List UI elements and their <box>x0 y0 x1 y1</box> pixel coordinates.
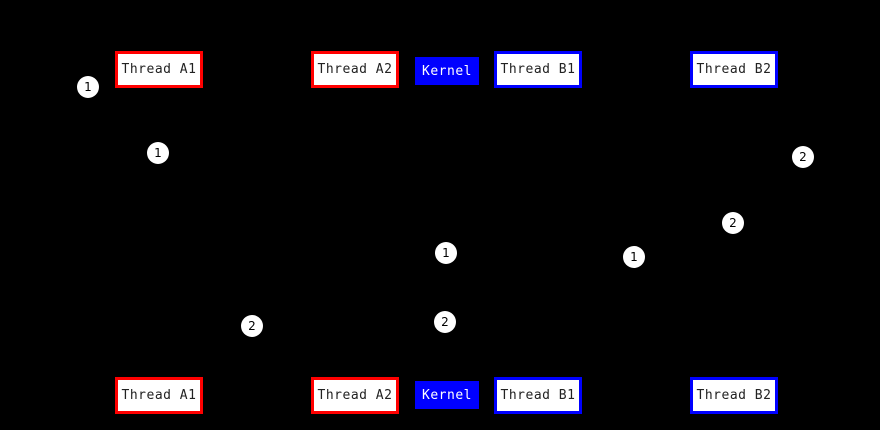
sequence-marker-number: 2 <box>729 216 737 230</box>
lifeline-label: Thread A1 <box>121 62 197 77</box>
sequence-marker-number: 1 <box>630 250 638 264</box>
lifeline-box-kernel-top[interactable]: Kernel <box>415 57 479 85</box>
lifeline-box-thread-a1-top[interactable]: Thread A1 <box>115 51 203 88</box>
sequence-marker-2[interactable]: 2 <box>241 315 263 337</box>
lifeline-box-thread-a2-top[interactable]: Thread A2 <box>311 51 399 88</box>
lifeline-label: Thread B1 <box>500 62 576 77</box>
lifeline-box-thread-b2-bottom[interactable]: Thread B2 <box>690 377 778 414</box>
lifeline-line-thread-a1 <box>159 88 160 377</box>
lifeline-box-kernel-bottom[interactable]: Kernel <box>415 381 479 409</box>
lifeline-box-thread-a2-bottom[interactable]: Thread A2 <box>311 377 399 414</box>
lifeline-box-thread-b2-top[interactable]: Thread B2 <box>690 51 778 88</box>
sequence-marker-number: 1 <box>154 146 162 160</box>
lifeline-label: Thread A2 <box>317 388 393 403</box>
lifeline-label: Kernel <box>422 63 472 79</box>
lifeline-label: Thread A1 <box>121 388 197 403</box>
lifeline-label: Thread B2 <box>696 388 772 403</box>
lifeline-line-thread-b1 <box>538 88 539 377</box>
sequence-marker-number: 1 <box>442 246 450 260</box>
sequence-marker-number: 2 <box>799 150 807 164</box>
lifeline-label: Thread B2 <box>696 62 772 77</box>
sequence-marker-2[interactable]: 2 <box>434 311 456 333</box>
sequence-marker-number: 2 <box>248 319 256 333</box>
lifeline-box-thread-b1-top[interactable]: Thread B1 <box>494 51 582 88</box>
sequence-marker-1[interactable]: 1 <box>435 242 457 264</box>
lifeline-line-thread-a2 <box>355 88 356 377</box>
sequence-marker-2[interactable]: 2 <box>722 212 744 234</box>
sequence-marker-1[interactable]: 1 <box>623 246 645 268</box>
sequence-marker-1[interactable]: 1 <box>77 76 99 98</box>
lifeline-label: Thread A2 <box>317 62 393 77</box>
lifeline-line-kernel <box>447 85 448 381</box>
lifeline-box-thread-b1-bottom[interactable]: Thread B1 <box>494 377 582 414</box>
sequence-marker-2[interactable]: 2 <box>792 146 814 168</box>
lifeline-box-thread-a1-bottom[interactable]: Thread A1 <box>115 377 203 414</box>
lifeline-label: Thread B1 <box>500 388 576 403</box>
sequence-marker-1[interactable]: 1 <box>147 142 169 164</box>
sequence-marker-number: 2 <box>441 315 449 329</box>
lifeline-label: Kernel <box>422 387 472 403</box>
sequence-marker-number: 1 <box>84 80 92 94</box>
